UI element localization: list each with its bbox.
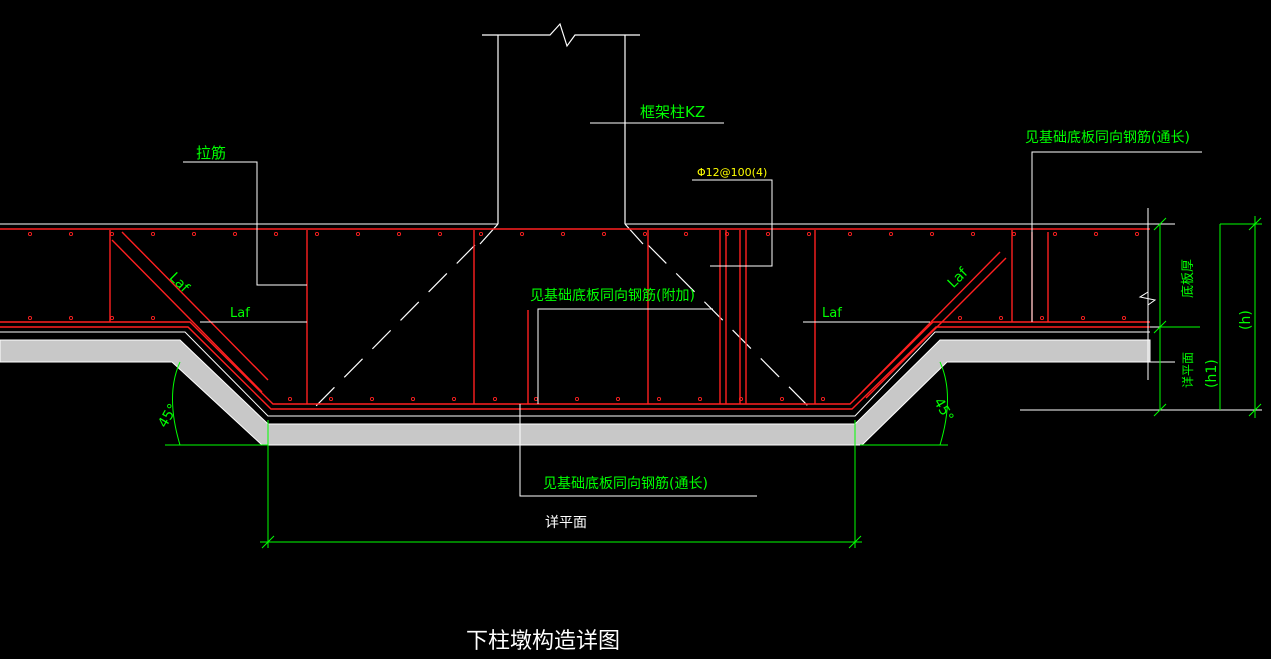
rebar-dot [150,231,156,237]
label-h1-note: 详平面 [1180,352,1195,388]
label-angle-right: 45° [930,395,956,425]
rebar-dot [615,396,621,402]
rebar-dot [1121,315,1127,321]
rebar-dot [232,231,238,237]
rebar-dot [492,396,498,402]
rebar-dot [683,231,689,237]
rebar-dot [27,231,33,237]
rebar-dot [519,231,525,237]
rebar-dot [27,315,33,321]
rebar-dot [109,231,115,237]
rebar-dot [998,315,1004,321]
rebar-dot [1093,231,1099,237]
label-h1: (h1) [1204,359,1220,388]
rebar-dot [820,396,826,402]
rebar-dot [765,231,771,237]
dimension-lines [165,216,1262,549]
rebar-dot [738,396,744,402]
rebar-dot [847,231,853,237]
label-laf-right: Laf [822,306,842,321]
rebar-dot [533,396,539,402]
rebar-dot [724,231,730,237]
label-stirrup: Φ12@100(4) [697,166,767,179]
rebar-dot [957,315,963,321]
rebar-dot [410,396,416,402]
column-outline [479,22,644,245]
rebar-dot [451,396,457,402]
rebar-dot [560,231,566,237]
rebar-dot [314,231,320,237]
label-frame-column: 框架柱KZ [640,103,705,121]
rebar-dot [150,315,156,321]
rebar-dot [574,396,580,402]
rebar-dot [355,231,361,237]
rebar-dot [396,231,402,237]
rebar-dot [697,396,703,402]
rebar-dot [68,315,74,321]
drawing-title: 下柱墩构造详图 [466,629,620,654]
rebar-dot [478,231,484,237]
rebar-dot [369,396,375,402]
rebar-dot [1011,231,1017,237]
label-bottom-through: 见基础底板同向钢筋(通长) [543,475,708,492]
projection-lines [311,244,813,411]
label-laf-left: Laf [230,306,250,321]
rebar-dot [1134,231,1140,237]
label-slab-thickness: 底板厚 [1180,259,1196,298]
label-top-through: 见基础底板同向钢筋(通长) [1025,129,1190,146]
rebar-dot [1080,315,1086,321]
rebar-dot [68,231,74,237]
label-h: (h) [1238,310,1254,330]
label-tie-bar: 拉筋 [196,144,226,162]
label-angle-left: 45° [155,401,181,431]
slab-outline [0,223,1150,417]
rebar-dot [191,231,197,237]
rebar-dot [642,231,648,237]
rebar-dot [888,231,894,237]
label-dimension-bottom: 详平面 [545,515,587,531]
label-laf-right-diagonal: Laf [945,264,972,291]
rebar-dot [328,396,334,402]
rebar-dot [1039,315,1045,321]
rebar-dot [970,231,976,237]
rebar-dot [109,315,115,321]
rebar [0,228,1150,410]
rebar-dot [929,231,935,237]
rebar-dot [779,396,785,402]
rebar-dot [1052,231,1058,237]
label-additional: 见基础底板同向钢筋(附加) [530,287,695,304]
rebar-dot [287,396,293,402]
rebar-dot [806,231,812,237]
rebar-dot [273,231,279,237]
rebar-dot [656,396,662,402]
label-laf-left-diagonal: Laf [166,270,193,297]
rebar-dot [601,231,607,237]
rebar-dot [437,231,443,237]
